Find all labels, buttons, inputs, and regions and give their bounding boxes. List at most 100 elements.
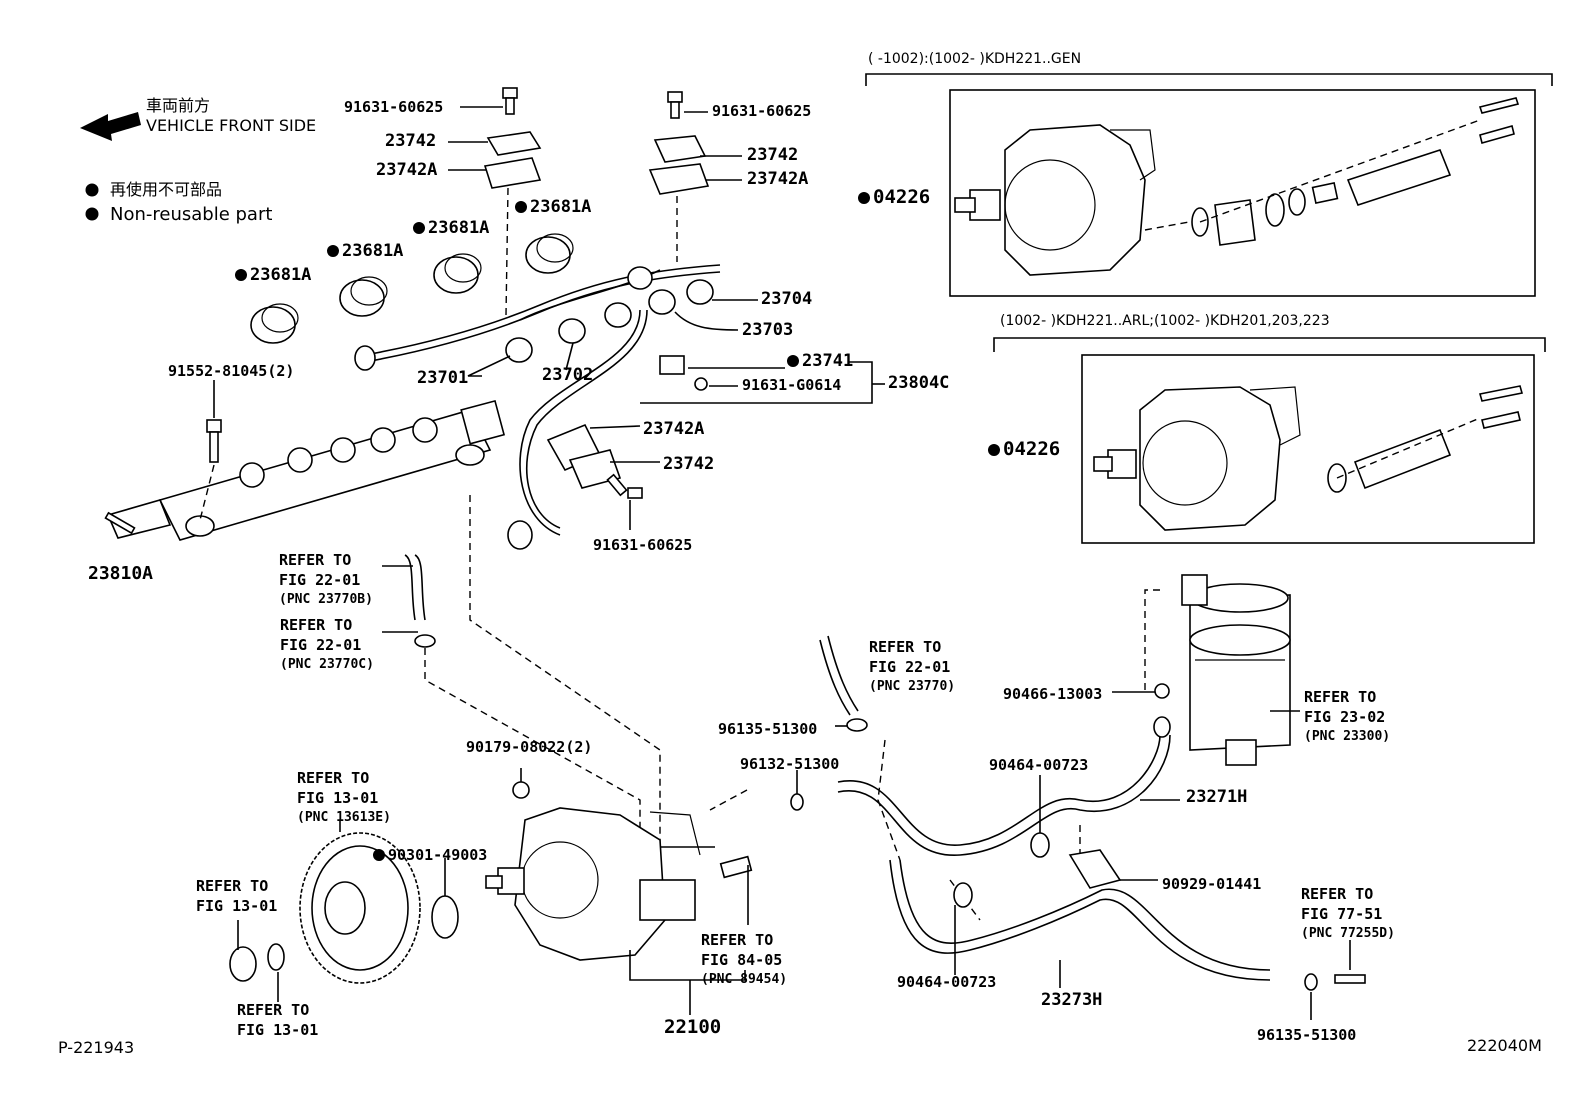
box1-title: ( -1002):(1002- )KDH221..GEN bbox=[868, 51, 1082, 67]
part-label: 96135-51300 bbox=[1257, 1026, 1357, 1044]
part-label: 23742 bbox=[747, 145, 799, 165]
part-label: 23703 bbox=[742, 320, 794, 340]
grommet-1 bbox=[250, 303, 299, 344]
non-reusable-icon bbox=[327, 245, 339, 257]
rail-bolt bbox=[206, 419, 222, 463]
grommet-4 bbox=[525, 233, 574, 274]
pump-parts-b bbox=[1327, 385, 1524, 493]
part-label: 23681A bbox=[413, 220, 489, 237]
part-label: 23742 bbox=[663, 454, 715, 474]
clamp-23742-top-left bbox=[483, 131, 542, 189]
part-label: 23742A bbox=[376, 160, 438, 180]
part-label: 91631-G0614 bbox=[742, 376, 842, 394]
front-arrow-icon bbox=[80, 112, 141, 141]
front-direction-en: VEHICLE FRONT SIDE bbox=[146, 116, 317, 135]
front-direction-jp: 車両前方 bbox=[146, 96, 211, 115]
part-label: 90929-01441 bbox=[1162, 875, 1262, 893]
sensor-89454 bbox=[719, 855, 753, 879]
box2-bracket bbox=[993, 337, 1546, 352]
injection-pipes bbox=[354, 264, 721, 550]
non-reusable-icon bbox=[787, 355, 799, 367]
clip-96135-b bbox=[1304, 973, 1318, 991]
bolt-top-left bbox=[502, 87, 518, 115]
drive-gear bbox=[299, 832, 421, 984]
pump-parts-a bbox=[1191, 97, 1520, 246]
part-label: 90466-13003 bbox=[1003, 685, 1103, 703]
part-label: 23742A bbox=[747, 169, 809, 189]
bolt-top-right bbox=[667, 91, 683, 119]
diagram-code-left: P-221943 bbox=[58, 1038, 135, 1057]
non-reusable-icon bbox=[515, 201, 527, 213]
common-rail bbox=[104, 399, 506, 541]
legend-jp: 再使用不可部品 bbox=[110, 180, 223, 199]
bushing bbox=[229, 943, 285, 982]
supply-pump-a bbox=[954, 124, 1201, 276]
fuel-hose-23271H bbox=[837, 716, 1171, 856]
box2-title: (1002- )KDH221..ARL;(1002- )KDH201,203,2… bbox=[1000, 313, 1330, 329]
diagram-code-right: 222040M bbox=[1467, 1036, 1542, 1055]
part-label: 96135-51300 bbox=[718, 720, 818, 738]
part-label: 96132-51300 bbox=[740, 755, 840, 773]
fuel-filter bbox=[1181, 574, 1291, 766]
part-label: 90464-00723 bbox=[897, 973, 997, 991]
part-label: 23702 bbox=[542, 365, 594, 385]
fuel-hose-23273H bbox=[889, 859, 1271, 981]
legend-en: Non-reusable part bbox=[110, 204, 273, 225]
part-label: 90179-08022(2) bbox=[466, 738, 593, 756]
part-label: 04226 bbox=[858, 188, 930, 207]
part-label: 23804C bbox=[888, 373, 950, 393]
oring-90301 bbox=[431, 895, 459, 939]
clip-90464-b bbox=[953, 882, 973, 908]
part-label: 22100 bbox=[664, 1016, 722, 1038]
legend-dot-icon bbox=[85, 207, 99, 221]
part-label: 23681A bbox=[515, 199, 591, 216]
non-reusable-icon bbox=[235, 269, 247, 281]
box1-frame bbox=[949, 89, 1536, 297]
part-label: 04226 bbox=[988, 440, 1060, 459]
part-label: 23273H bbox=[1041, 990, 1103, 1010]
clamp-23742-top-right bbox=[648, 135, 710, 195]
part-label: 23742 bbox=[385, 131, 437, 151]
clip-90929 bbox=[1068, 849, 1122, 889]
part-label: 23742A bbox=[643, 419, 705, 439]
part-label: 23681A bbox=[235, 267, 311, 284]
part-label: 23271H bbox=[1186, 787, 1248, 807]
box1-bracket bbox=[865, 73, 1553, 86]
clip-90464-a bbox=[1030, 832, 1050, 858]
part-label: 91552-81045(2) bbox=[168, 362, 295, 380]
part-label: 91631-60625 bbox=[712, 102, 812, 120]
part-label: 90464-00723 bbox=[989, 756, 1089, 774]
legend-dot-icon bbox=[85, 183, 99, 197]
supply-pump-22100 bbox=[485, 807, 715, 961]
non-reusable-icon bbox=[373, 849, 385, 861]
part-label: 90301-49003 bbox=[373, 848, 487, 863]
non-reusable-icon bbox=[858, 192, 870, 204]
pipe-clamps bbox=[505, 266, 714, 363]
box2-frame bbox=[1081, 354, 1535, 544]
part-label: 23681A bbox=[327, 243, 403, 260]
non-reusable-icon bbox=[988, 444, 1000, 456]
part-label: 23704 bbox=[761, 289, 813, 309]
grommet-2 bbox=[339, 276, 388, 317]
part-label: 91631-60625 bbox=[344, 98, 444, 116]
supply-pump-b bbox=[1093, 386, 1301, 531]
part-label: 23701 bbox=[417, 368, 469, 388]
clamp-23742-lower bbox=[546, 423, 622, 489]
clip-96132 bbox=[790, 793, 804, 811]
bolt-lower bbox=[606, 473, 643, 499]
grommet-3 bbox=[433, 253, 482, 294]
part-label: 23810A bbox=[88, 563, 154, 584]
nut-90179 bbox=[512, 781, 530, 799]
bracket-23741 bbox=[659, 355, 708, 391]
